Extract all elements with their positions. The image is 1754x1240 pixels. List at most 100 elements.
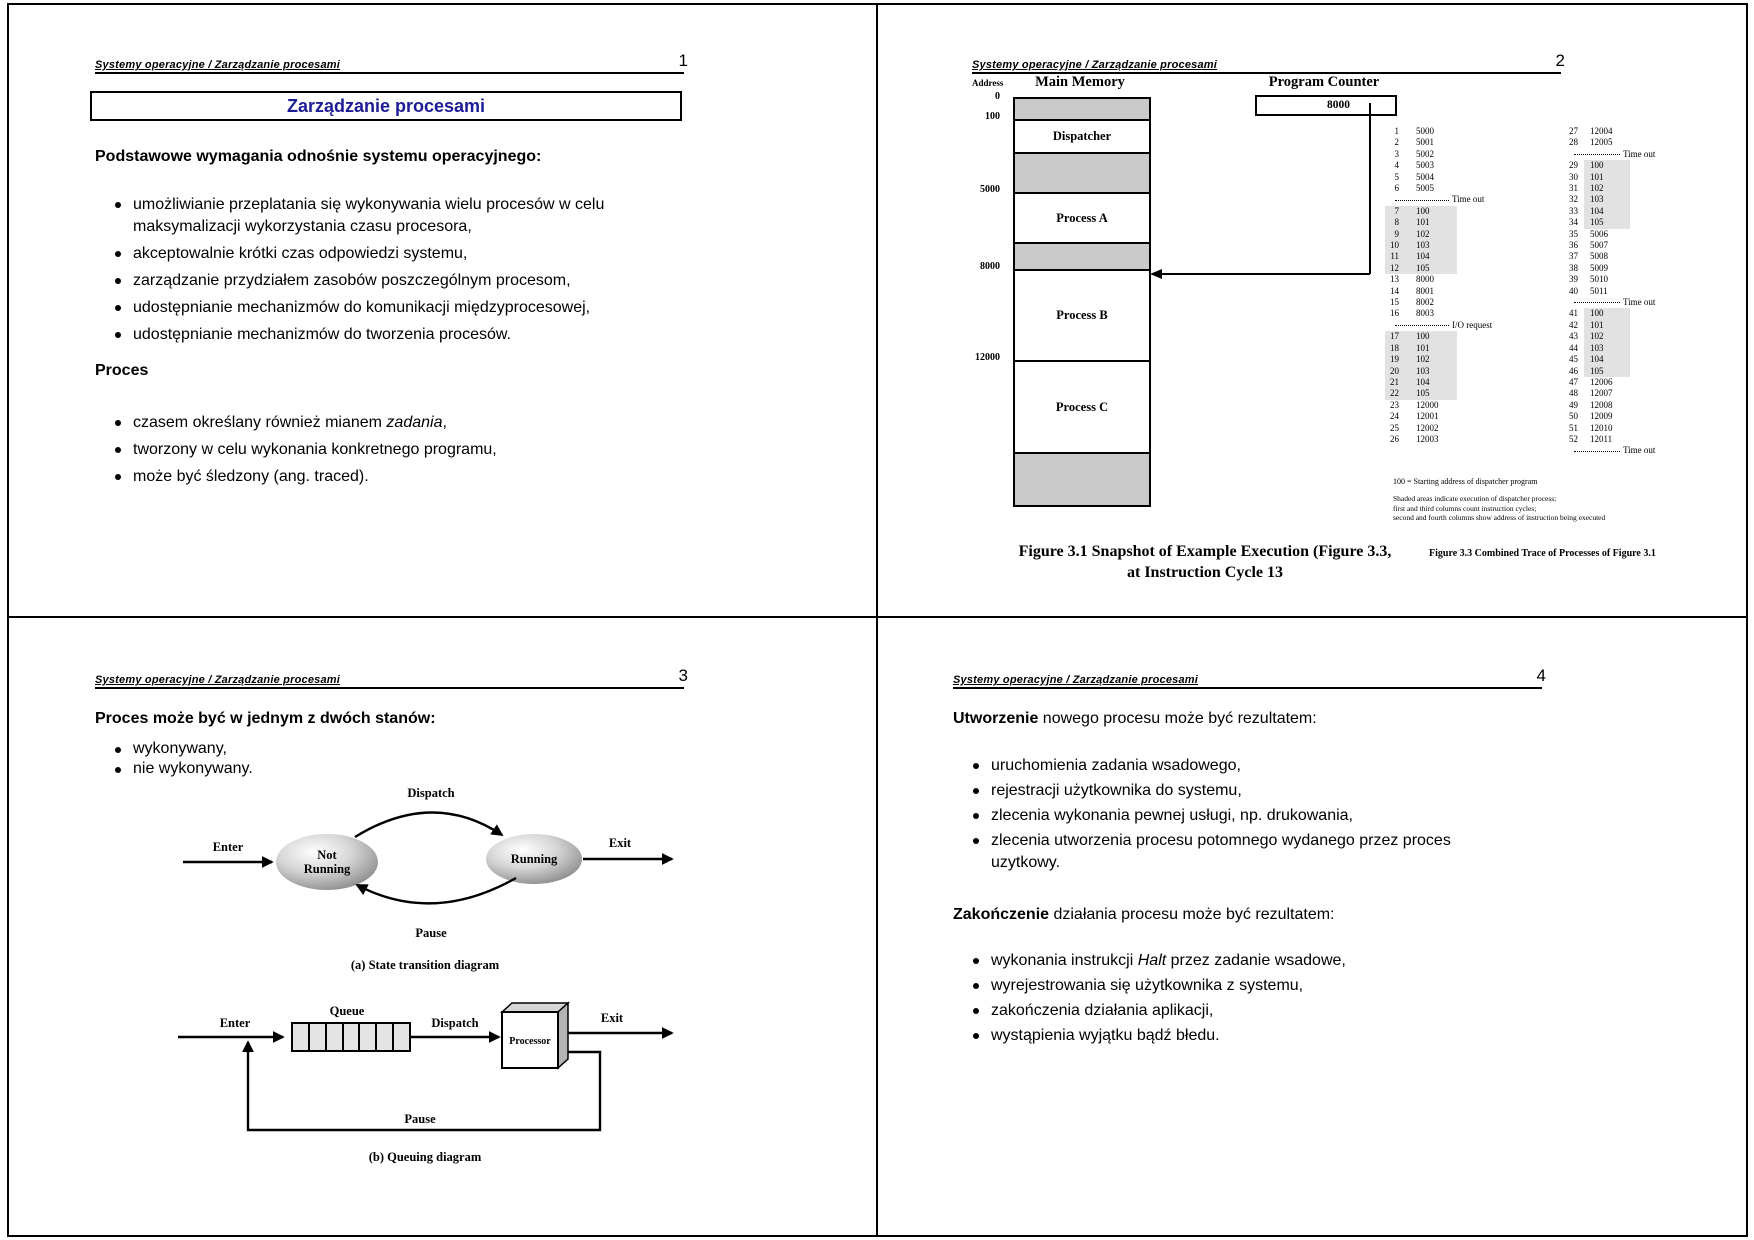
text-run: Utworzenie (953, 710, 1039, 727)
instruction-address: 5003 (1416, 160, 1434, 171)
instruction-address: 12011 (1590, 433, 1613, 444)
slide4-bullet-list-2: wykonania instrukcji Halt przez zadanie … (969, 950, 1514, 1050)
instruction-address: 8001 (1416, 285, 1434, 296)
page-number: 2 (1555, 51, 1565, 70)
queue-label: Queue (330, 1004, 365, 1018)
trace-separator: Time out (1556, 445, 1716, 456)
slide3-heading: Proces może być w jednym z dwóch stanów: (95, 710, 436, 727)
not-running-label-line1: Not (317, 848, 337, 862)
pause-arrow (355, 876, 517, 905)
trace-row: 28 12005 (1556, 137, 1716, 148)
instruction-address: 8002 (1416, 297, 1434, 308)
bullet-item: uruchomienia zadania wsadowego, (969, 755, 1514, 777)
instruction-address: 100 (1416, 331, 1430, 342)
figure-caption-right: Figure 3.3 Combined Trace of Processes o… (1429, 548, 1656, 559)
instruction-address: 5006 (1590, 228, 1608, 239)
cycle-number: 28 (1569, 137, 1578, 148)
cycle-number: 23 (1390, 399, 1399, 410)
trace-footnote-line: first and third columns count instructio… (1393, 503, 1537, 513)
header-title: Systemy operacyjne / Zarządzanie procesa… (953, 674, 1199, 686)
trace-separator: Time out (1385, 194, 1545, 205)
figure-caption-line2: at Instruction Cycle 13 (1127, 564, 1283, 581)
bullet-item: czasem określany również mianem zadania, (111, 412, 651, 434)
slide1-bullet-list-1: umożliwianie przeplatania się wykonywani… (111, 194, 651, 351)
cycle-number: 21 (1390, 376, 1399, 387)
bullet-item: udostępnianie mechanizmów do komunikacji… (111, 297, 651, 319)
trace-separator: Time out (1556, 297, 1716, 308)
separator-label: Time out (1623, 297, 1656, 308)
cycle-number: 5 (1394, 171, 1400, 182)
cycle-number: 37 (1569, 251, 1578, 262)
header-title: Systemy operacyjne / Zarządzanie procesa… (95, 674, 341, 686)
enter-label: Enter (213, 840, 244, 854)
instruction-address: 5000 (1416, 126, 1434, 136)
cycle-number: 49 (1569, 399, 1578, 410)
cycle-number: 15 (1390, 297, 1399, 308)
cycle-number: 3 (1394, 148, 1400, 159)
pc-arrowhead-icon (1150, 269, 1162, 279)
trace-row: 49 12008 (1556, 400, 1716, 411)
trace-row: 5 5004 (1385, 172, 1545, 183)
program-counter-value: 8000 (1327, 99, 1350, 111)
instruction-address: 100 (1416, 205, 1430, 216)
instruction-address: 105 (1590, 365, 1604, 376)
pc-arrow-vertical-line (1369, 103, 1371, 274)
processor-box-right-face (557, 1001, 569, 1070)
cycle-number: 31 (1569, 183, 1578, 194)
address-tick: 5000 (980, 183, 1000, 195)
cycle-number: 44 (1569, 342, 1578, 353)
cycle-number: 35 (1569, 228, 1578, 239)
cycle-number: 46 (1569, 365, 1578, 376)
trace-footnote-line: Shaded areas indicate execution of dispa… (1393, 494, 1557, 503)
instruction-address: 101 (1590, 319, 1604, 330)
text-run: wykonania instrukcji (991, 952, 1138, 969)
bullet-item: może być śledzony (ang. traced). (111, 466, 651, 488)
instruction-address: 12005 (1590, 137, 1613, 148)
instruction-address: 5001 (1416, 137, 1434, 148)
memory-segment-label: Dispatcher (1052, 129, 1112, 143)
slide3-bullet-list: wykonywany,nie wykonywany. (111, 739, 511, 779)
cycle-number: 48 (1569, 388, 1578, 399)
cycle-number: 27 (1569, 126, 1578, 136)
separator-line (1574, 154, 1620, 155)
trace-footnotes: Shaded areas indicate execution of dispa… (1393, 494, 1605, 523)
instruction-address: 103 (1416, 240, 1430, 251)
instruction-address: 101 (1416, 217, 1430, 228)
text-run: , (442, 414, 447, 431)
bullet-item: zakończenia działania aplikacji, (969, 1000, 1514, 1022)
cycle-number: 12 (1390, 262, 1399, 273)
queue-box (291, 1022, 411, 1052)
cycle-number: 6 (1394, 183, 1400, 194)
instruction-address: 102 (1416, 354, 1430, 365)
instruction-address: 102 (1416, 228, 1430, 239)
trace-row: 46 105 (1556, 365, 1716, 377)
cycle-number: 41 (1569, 308, 1578, 319)
main-memory-title: Main Memory (1035, 74, 1125, 90)
slide2-header: Systemy operacyjne / Zarządzanie procesa… (972, 51, 1565, 74)
instruction-address: 12008 (1590, 399, 1613, 410)
instruction-address: 5007 (1590, 240, 1608, 251)
bullet-item: wystąpienia wyjątku bądź błedu. (969, 1025, 1514, 1047)
pause-label: Pause (415, 926, 447, 940)
instruction-address: 5004 (1416, 171, 1434, 182)
